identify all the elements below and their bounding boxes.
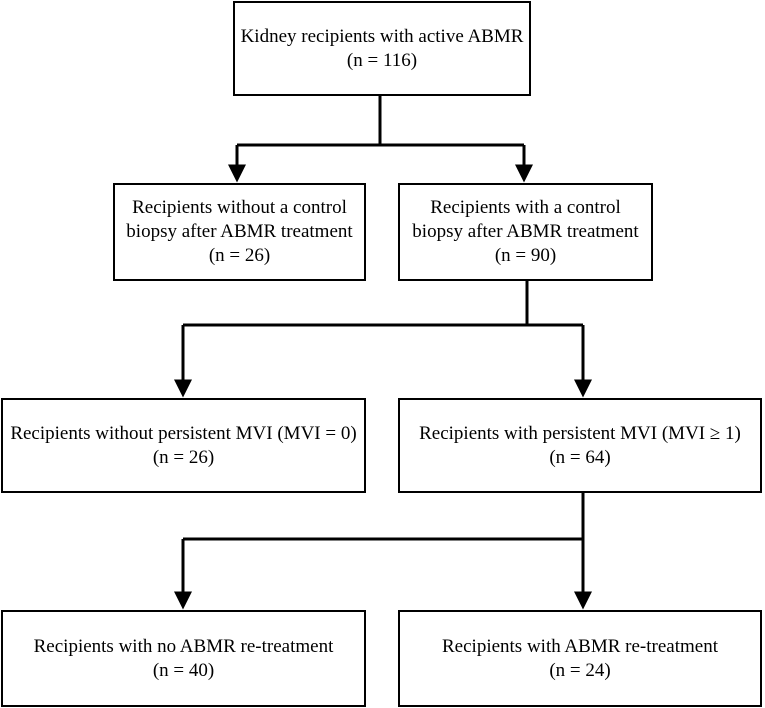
box-label: Recipients with persistent MVI (MVI ≥ 1): [419, 422, 741, 444]
box-label: Recipients with ABMR re-treatment: [442, 635, 718, 657]
box-without-persistent-mvi: Recipients without persistent MVI (MVI =…: [1, 398, 366, 493]
box-label: biopsy after ABMR treatment: [126, 221, 353, 242]
box-label: Recipients with a control: [430, 197, 621, 218]
box-label: biopsy after ABMR treatment: [412, 221, 639, 242]
box-without-control-biopsy: Recipients without a control biopsy afte…: [113, 183, 366, 281]
box-active-abmr: Kidney recipients with active ABMR (n = …: [233, 1, 531, 96]
box-count: (n = 24): [549, 659, 611, 681]
box-label: Kidney recipients with active ABMR: [240, 25, 524, 47]
box-count: (n = 26): [208, 245, 271, 266]
box-label: Recipients without a control: [132, 197, 347, 218]
box-count: (n = 40): [152, 659, 215, 681]
box-abmr-retreatment: Recipients with ABMR re-treatment (n = 2…: [398, 610, 762, 707]
box-count: (n = 116): [346, 49, 418, 71]
connector-root-split: [237, 96, 524, 147]
box-label: Recipients without persistent MVI (MVI =…: [10, 422, 357, 444]
connector-biopsy-split: [183, 281, 583, 327]
connector-mvi-split: [183, 493, 585, 541]
box-count: (n = 90): [494, 245, 557, 266]
box-label: Recipients with no ABMR re-treatment: [33, 635, 334, 657]
box-count: (n = 64): [549, 446, 611, 468]
box-count: (n = 26): [152, 446, 215, 468]
box-with-control-biopsy: Recipients with a control biopsy after A…: [398, 183, 653, 281]
box-with-persistent-mvi: Recipients with persistent MVI (MVI ≥ 1)…: [398, 398, 762, 493]
box-no-abmr-retreatment: Recipients with no ABMR re-treatment (n …: [1, 610, 366, 707]
